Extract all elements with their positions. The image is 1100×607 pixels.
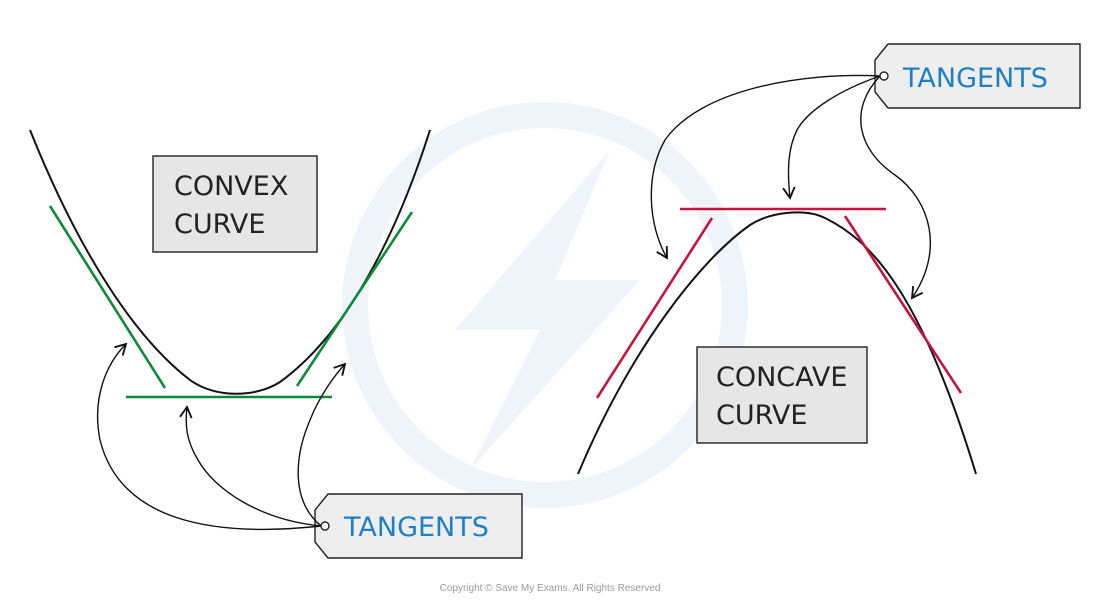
watermark-ring — [342, 102, 748, 508]
convex-label-line2: CURVE — [174, 209, 265, 240]
concave-tangent-left — [595, 217, 714, 399]
concave-label-box: CONCAVE CURVE — [696, 346, 868, 444]
concave-tangent-right — [843, 215, 963, 394]
tag-right-shape — [874, 43, 1081, 109]
tag-right-hole-icon — [879, 71, 889, 81]
arrow-to-concave-left-tangent — [650, 74, 881, 260]
convex-label-line1: CONVEX — [174, 171, 288, 202]
tag-left-text: TANGENTS — [343, 512, 489, 543]
convex-label-rect — [152, 155, 318, 253]
convex-label-box: CONVEX CURVE — [152, 155, 318, 253]
tag-left-shape — [314, 493, 523, 559]
convex-tangent-right — [295, 211, 414, 387]
concave-label-line1: CONCAVE — [716, 362, 847, 393]
tag-left-hole-icon — [320, 521, 330, 531]
arrow-to-convex-right-tangent — [297, 362, 347, 527]
concave-label-rect — [696, 346, 868, 444]
concave-label-line2: CURVE — [716, 400, 807, 431]
convex-curve — [29, 129, 431, 395]
arrow-to-concave-right-tangent — [860, 75, 932, 300]
arrow-to-concave-top-tangent — [782, 75, 881, 200]
arrow-to-convex-bottom-tangent — [179, 405, 322, 527]
convex-section: CONVEX CURVE TANGENTS — [29, 129, 523, 559]
convex-tangent-left — [48, 205, 167, 389]
concave-section: CONCAVE CURVE TANGENTS — [577, 43, 1081, 475]
copyright-footer: Copyright © Save My Exams. All Rights Re… — [439, 583, 661, 594]
tangents-tag-left: TANGENTS — [314, 493, 523, 559]
arrow-to-convex-left-tangent — [96, 342, 322, 531]
watermark-logo-icon — [342, 102, 748, 508]
concave-curve — [577, 211, 977, 475]
tag-right-text: TANGENTS — [902, 63, 1048, 94]
tangents-tag-right: TANGENTS — [874, 43, 1081, 109]
watermark-bolt-icon — [455, 150, 640, 470]
